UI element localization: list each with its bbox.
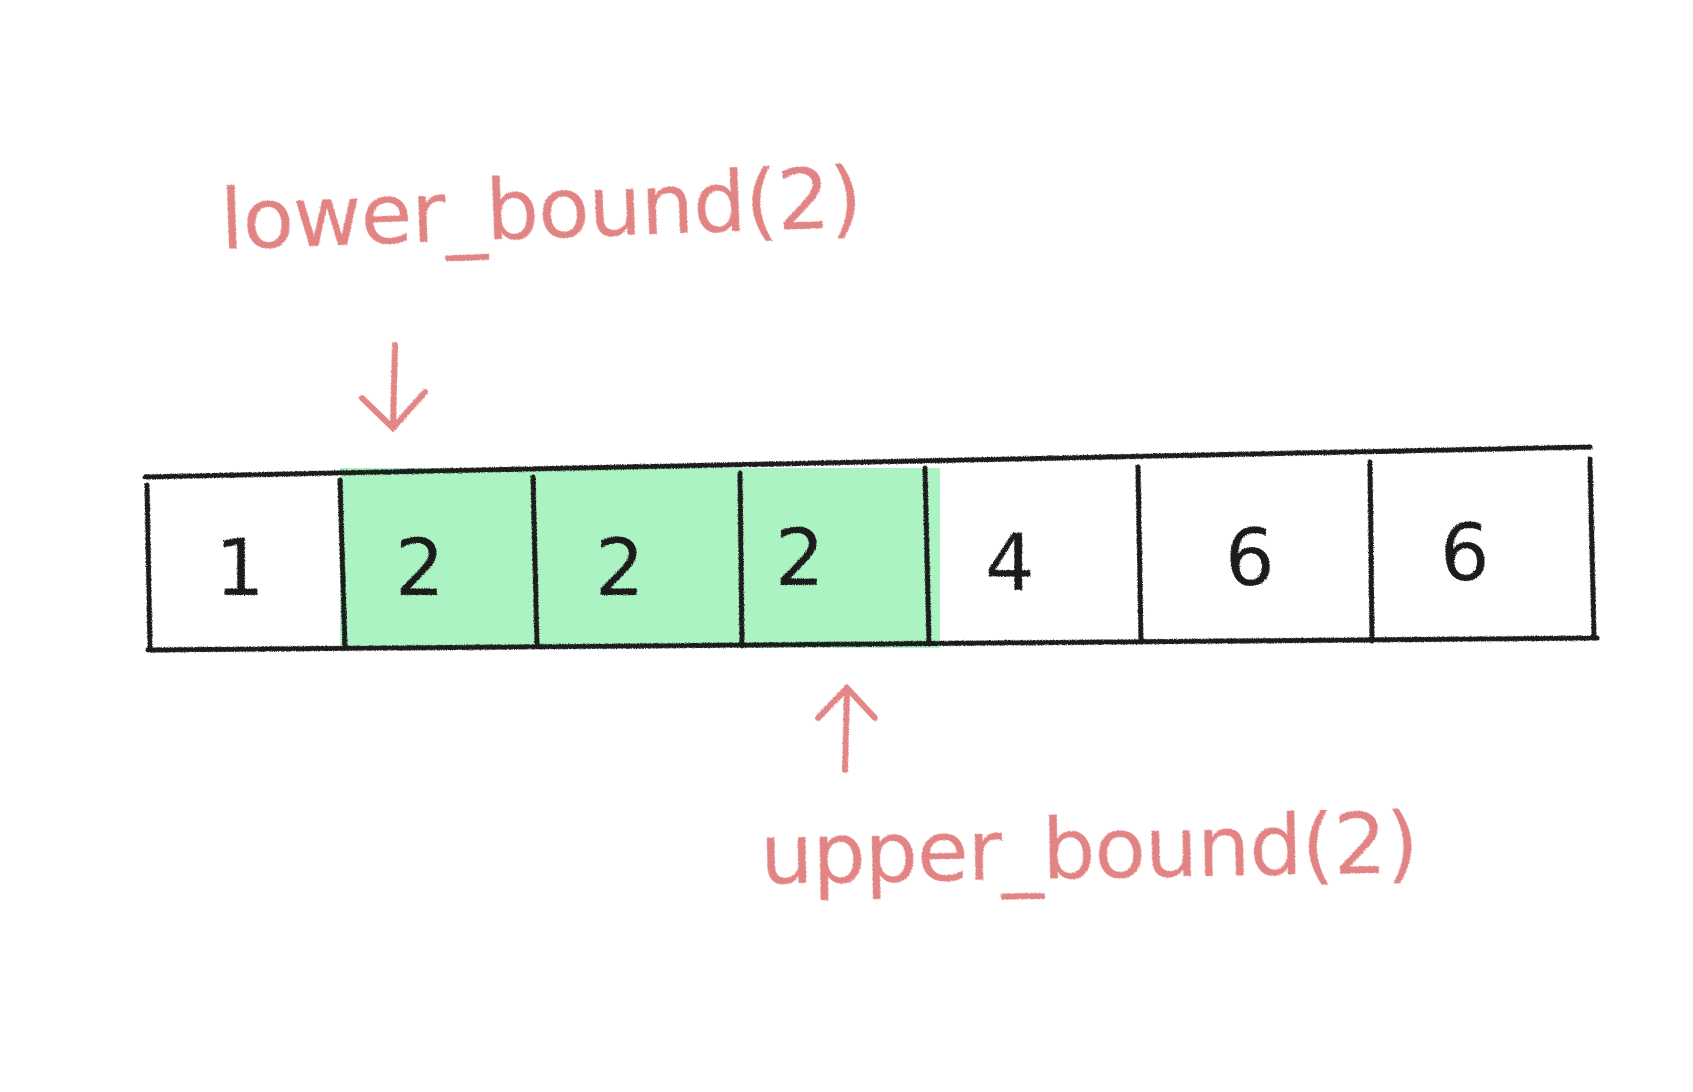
cell-value: 6 — [1440, 509, 1490, 599]
down-arrow-icon — [359, 342, 428, 433]
array-top-border — [142, 444, 1593, 480]
cell-divider — [530, 474, 540, 649]
cell-value: 4 — [985, 519, 1035, 609]
cell-divider — [737, 470, 745, 649]
up-arrow-icon — [815, 683, 878, 773]
cell-divider — [337, 477, 348, 651]
cell-value: 2 — [395, 524, 445, 614]
highlight-region — [340, 468, 940, 648]
cell-value: 1 — [215, 524, 265, 614]
cell-value: 2 — [775, 514, 825, 604]
cell-value: 6 — [1225, 514, 1275, 604]
cell-divider — [922, 465, 932, 647]
cell-divider — [144, 482, 153, 651]
cell-divider — [1367, 459, 1375, 644]
cell-value: 2 — [595, 524, 645, 614]
array-bottom-border — [145, 635, 1600, 653]
cell-divider — [1587, 456, 1597, 641]
cell-divider — [1135, 464, 1144, 645]
